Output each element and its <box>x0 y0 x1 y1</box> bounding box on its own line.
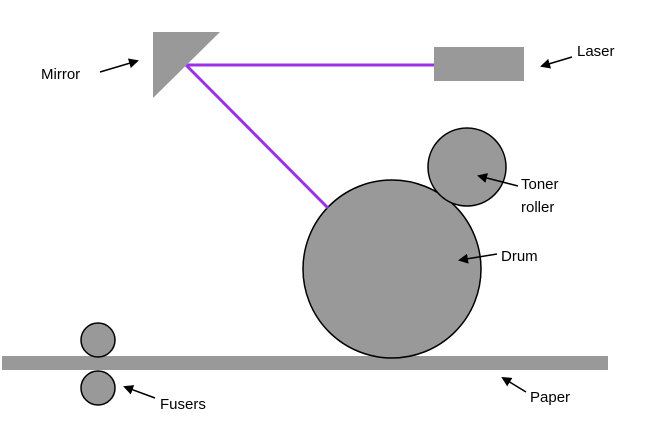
laser-beam-diagonal <box>184 63 330 210</box>
fuser-roller-top <box>80 322 116 358</box>
fusers-arrow <box>123 385 156 399</box>
fuser-roller-bottom <box>80 370 116 406</box>
toner-roller-label-line1: Toner <box>521 176 559 193</box>
paper-arrow <box>501 376 527 393</box>
laser-unit <box>434 47 524 81</box>
toner-roller-label-line2: roller <box>521 199 554 216</box>
laser-label: Laser <box>577 43 615 60</box>
drum-label: Drum <box>501 248 538 265</box>
mirror-shape <box>153 32 220 98</box>
toner-roller-cylinder <box>427 127 507 207</box>
paper-sheet <box>2 356 608 370</box>
paper-label: Paper <box>530 389 570 406</box>
drum-arrow <box>458 253 498 264</box>
mirror-label: Mirror <box>41 66 80 83</box>
fusers-label: Fusers <box>160 396 206 413</box>
drum-cylinder <box>302 179 482 359</box>
laser-arrow <box>540 56 573 69</box>
toner-arrow <box>477 173 519 187</box>
mirror-arrow <box>99 58 139 73</box>
